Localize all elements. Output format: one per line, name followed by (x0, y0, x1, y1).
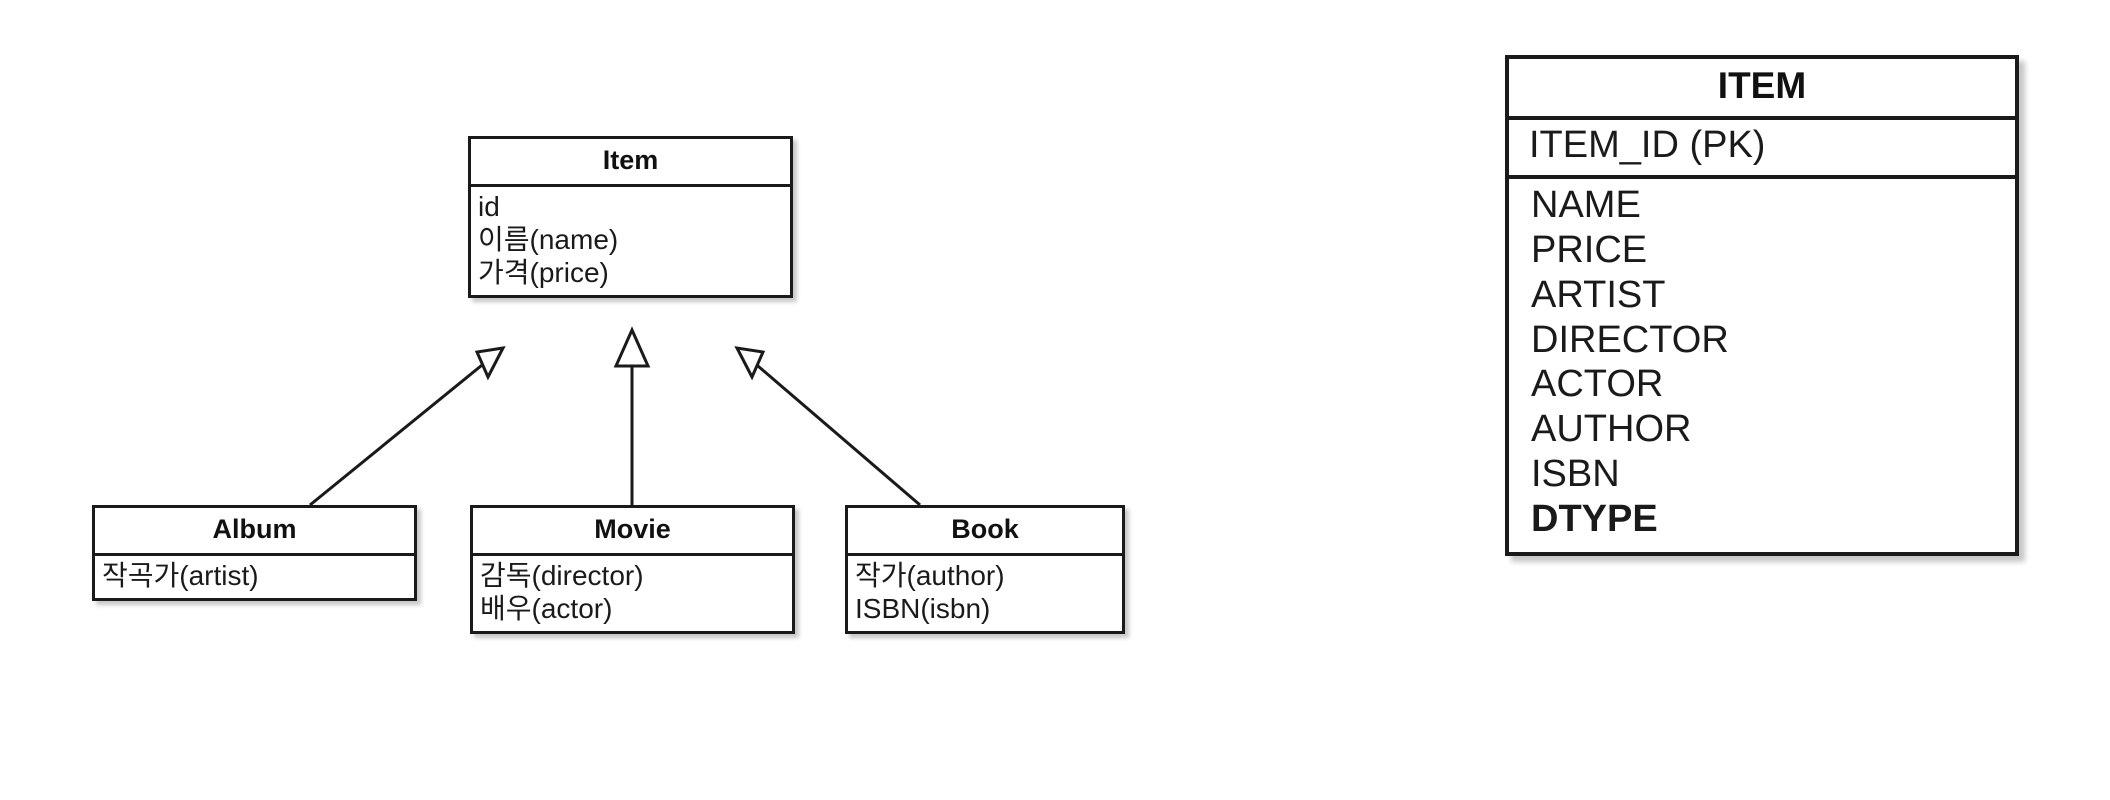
db-table-primary-key: ITEM_ID (PK) (1509, 120, 2015, 180)
uml-class-album: Album 작곡가(artist) (92, 505, 417, 601)
uml-class-album-title: Album (95, 508, 414, 556)
uml-attribute: 가격(price) (478, 256, 609, 288)
uml-attribute: 감독(director) (480, 559, 644, 591)
uml-attribute: 작곡가(artist) (102, 559, 259, 591)
db-table-column: ISBN (1531, 453, 1620, 496)
uml-class-album-attributes: 작곡가(artist) (95, 556, 414, 598)
db-table-title: ITEM (1509, 59, 2015, 121)
uml-class-book-attributes: 작가(author) ISBN(isbn) (848, 556, 1122, 631)
db-table-item: ITEM ITEM_ID (PK) NAME PRICE ARTIST DIRE… (1505, 55, 2019, 556)
db-table-column: DIRECTOR (1531, 318, 1729, 361)
db-table-column: ACTOR (1531, 363, 1664, 406)
uml-class-book-title: Book (848, 508, 1122, 556)
uml-class-item: Item id 이름(name) 가격(price) (468, 136, 793, 298)
uml-class-item-title: Item (471, 139, 790, 187)
uml-attribute: 작가(author) (855, 559, 1005, 591)
db-table-column: AUTHOR (1531, 408, 1692, 451)
db-table-columns: NAME PRICE ARTIST DIRECTOR ACTOR AUTHOR … (1509, 179, 2015, 552)
uml-class-movie: Movie 감독(director) 배우(actor) (470, 505, 795, 634)
db-table-column: NAME (1531, 184, 1641, 227)
db-table-column: ARTIST (1531, 273, 1666, 316)
uml-class-movie-attributes: 감독(director) 배우(actor) (473, 556, 792, 631)
uml-class-item-attributes: id 이름(name) 가격(price) (471, 187, 790, 295)
uml-attribute: 이름(name) (478, 223, 619, 255)
uml-attribute: ISBN(isbn) (855, 592, 991, 624)
db-table-column: PRICE (1531, 228, 1648, 271)
uml-attribute: id (478, 190, 500, 222)
uml-class-book: Book 작가(author) ISBN(isbn) (845, 505, 1125, 634)
uml-attribute: 배우(actor) (480, 592, 613, 624)
uml-class-movie-title: Movie (473, 508, 792, 556)
db-table-column: DTYPE (1531, 497, 1658, 540)
